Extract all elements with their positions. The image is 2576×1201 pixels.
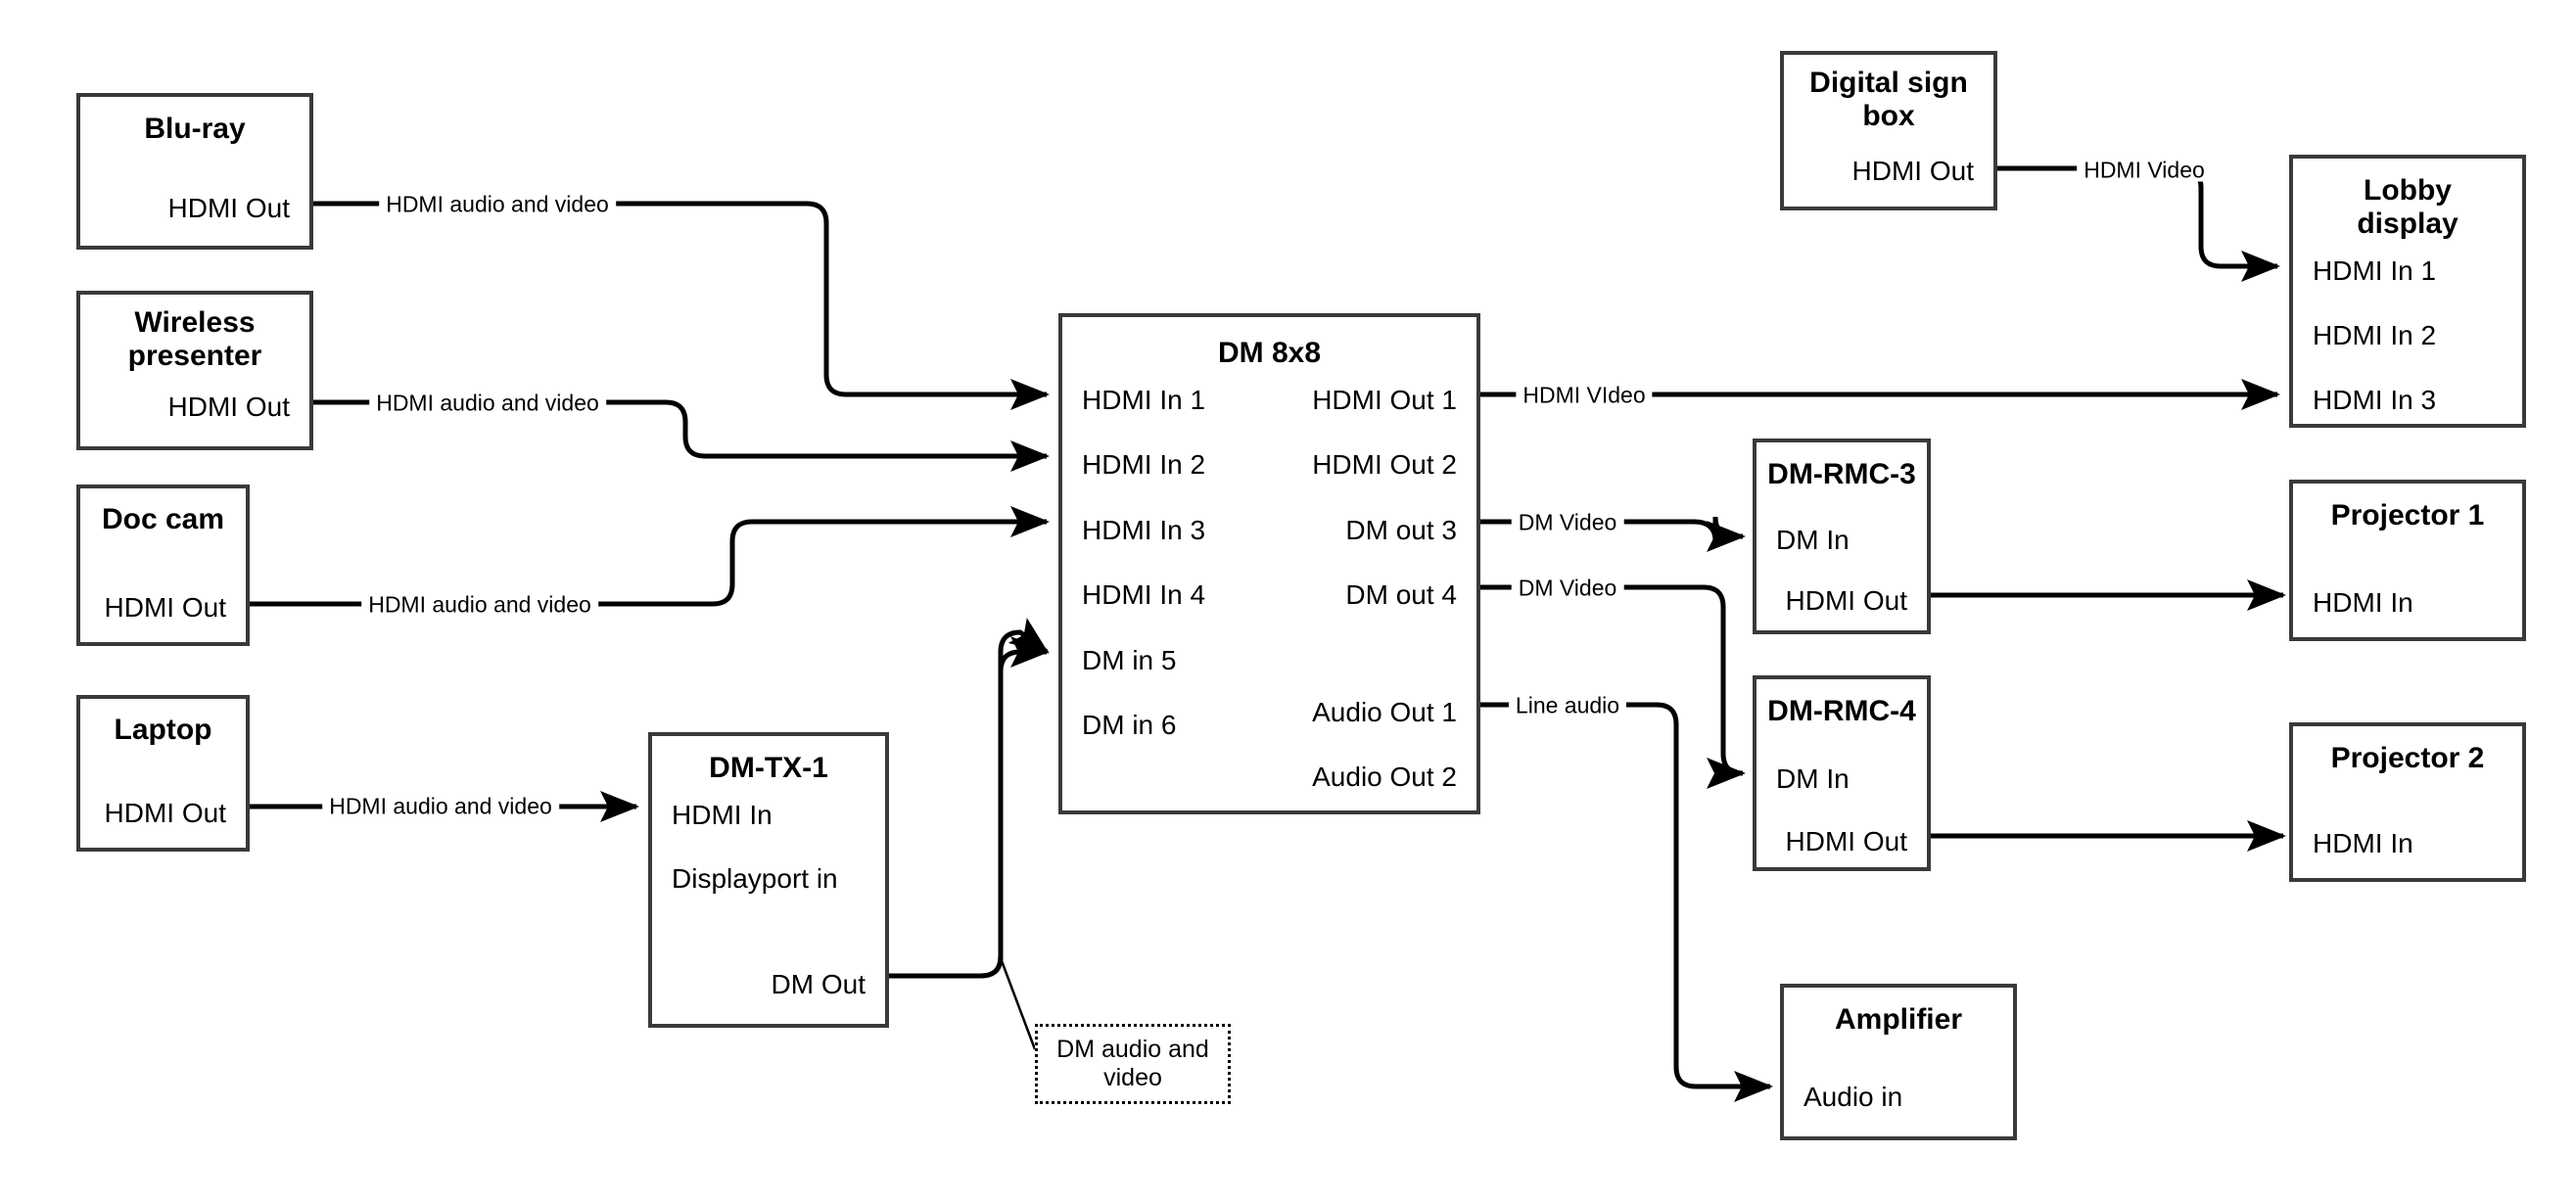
node-lobby-display[interactable]: Lobby display HDMI In 1 HDMI In 2 HDMI I… [2289, 155, 2526, 428]
wire-dm8x8-audioout1-to-amplifier [1480, 702, 1773, 1102]
edge-label-dm8x8-hdmiout1-to-lobby: HDMI VIdeo [1516, 384, 1653, 407]
port-bluray-hdmi-out[interactable]: HDMI Out [167, 193, 290, 223]
port-dm-rmc-3-hdmi-out[interactable]: HDMI Out [1785, 585, 1907, 616]
callout-dm-audio-and-video: DM audio and video [1035, 1024, 1231, 1104]
node-laptop[interactable]: Laptop HDMI Out [76, 695, 250, 852]
port-lobby-display-hdmi-in-3[interactable]: HDMI In 3 [2313, 385, 2437, 415]
node-dm-rmc-4-title: DM-RMC-4 [1767, 695, 1916, 727]
node-dm-rmc-3-title: DM-RMC-3 [1767, 458, 1916, 490]
port-dm-8x8-audio-out-2[interactable]: Audio Out 2 [1312, 762, 1457, 792]
port-dm-tx-1-displayport-in[interactable]: Displayport in [672, 863, 838, 894]
node-dm-tx-1[interactable]: DM-TX-1 HDMI In Displayport in DM Out [648, 732, 889, 1028]
node-bluray[interactable]: Blu-ray HDMI Out [76, 93, 313, 250]
node-dm-rmc-3[interactable]: DM-RMC-3 DM In HDMI Out [1753, 439, 1931, 634]
node-projector-2[interactable]: Projector 2 HDMI In [2289, 722, 2526, 882]
node-projector-1-title: Projector 1 [2330, 499, 2485, 531]
port-dm-8x8-hdmi-in-2[interactable]: HDMI In 2 [1082, 449, 1206, 480]
port-projector-2-hdmi-in[interactable]: HDMI In [2313, 828, 2413, 858]
node-lobby-display-title-line1: Lobby [2364, 174, 2452, 207]
port-dm-rmc-3-dm-in[interactable]: DM In [1776, 525, 1850, 555]
port-dm-8x8-dm-out-4[interactable]: DM out 4 [1345, 579, 1457, 610]
port-dm-8x8-hdmi-out-2[interactable]: HDMI Out 2 [1312, 449, 1457, 480]
port-digital-sign-box-hdmi-out[interactable]: HDMI Out [1851, 156, 1974, 186]
port-dm-8x8-audio-out-1[interactable]: Audio Out 1 [1312, 697, 1457, 727]
edge-label-digitalsign-to-lobby: HDMI Video [2077, 159, 2212, 182]
wire-dmtx1-to-dm8x8-straight [889, 635, 1050, 979]
edge-label-wireless-to-dm8x8: HDMI audio and video [369, 392, 606, 415]
edge-label-laptop-to-dmtx1: HDMI audio and video [322, 795, 559, 818]
wire-bluray-to-dm8x8 [313, 201, 1050, 410]
node-wireless-presenter[interactable]: Wireless presenter HDMI Out [76, 291, 313, 450]
port-dm-rmc-4-hdmi-out[interactable]: HDMI Out [1785, 826, 1907, 856]
node-lobby-display-title-line2: display [2357, 208, 2459, 240]
node-dm-rmc-4[interactable]: DM-RMC-4 DM In HDMI Out [1753, 675, 1931, 871]
port-dm-8x8-dm-out-3[interactable]: DM out 3 [1345, 515, 1457, 545]
node-amplifier-title: Amplifier [1834, 1003, 1963, 1036]
node-bluray-title: Blu-ray [144, 113, 246, 145]
node-digital-sign-box-title-line2: box [1862, 100, 1915, 132]
port-amplifier-audio-in[interactable]: Audio in [1803, 1082, 1903, 1112]
node-wireless-presenter-title-line1: Wireless [134, 306, 256, 339]
edge-label-dm8x8-audioout1-to-amplifier: Line audio [1508, 694, 1627, 717]
port-dm-tx-1-hdmi-in[interactable]: HDMI In [672, 800, 773, 830]
port-dm-rmc-4-dm-in[interactable]: DM In [1776, 763, 1850, 794]
port-dm-8x8-dm-in-5[interactable]: DM in 5 [1082, 645, 1177, 675]
port-dm-8x8-dm-in-6[interactable]: DM in 6 [1082, 710, 1177, 740]
port-wireless-presenter-hdmi-out[interactable]: HDMI Out [167, 392, 290, 422]
port-projector-1-hdmi-in[interactable]: HDMI In [2313, 587, 2413, 618]
node-dm-8x8[interactable]: DM 8x8 HDMI In 1 HDMI In 2 HDMI In 3 HDM… [1058, 313, 1480, 814]
port-doc-cam-hdmi-out[interactable]: HDMI Out [104, 592, 226, 623]
edge-label-dm8x8-dmout3-to-rmc3: DM Video [1511, 511, 1624, 534]
node-doc-cam-title: Doc cam [101, 503, 225, 535]
node-projector-2-title: Projector 2 [2330, 742, 2485, 774]
port-laptop-hdmi-out[interactable]: HDMI Out [104, 798, 226, 828]
edge-label-bluray-to-dm8x8: HDMI audio and video [379, 193, 616, 216]
node-laptop-title: Laptop [114, 714, 212, 746]
node-amplifier[interactable]: Amplifier Audio in [1780, 984, 2017, 1140]
port-dm-8x8-hdmi-out-1[interactable]: HDMI Out 1 [1312, 385, 1457, 415]
node-doc-cam[interactable]: Doc cam HDMI Out [76, 485, 250, 646]
node-projector-1[interactable]: Projector 1 HDMI In [2289, 480, 2526, 641]
port-lobby-display-hdmi-in-1[interactable]: HDMI In 1 [2313, 255, 2437, 286]
callout-text-wrap: DM audio and video [1056, 1036, 1209, 1093]
node-digital-sign-box[interactable]: Digital sign box HDMI Out [1780, 51, 1997, 210]
callout-leader-line [999, 957, 1037, 1050]
node-digital-sign-box-title-line1: Digital sign [1809, 67, 1968, 99]
edge-label-doccam-to-dm8x8: HDMI audio and video [361, 593, 598, 617]
callout-line-1: DM audio and [1056, 1035, 1209, 1063]
port-dm-tx-1-dm-out[interactable]: DM Out [771, 969, 866, 999]
node-wireless-presenter-title-line2: presenter [127, 340, 262, 372]
port-dm-8x8-hdmi-in-3[interactable]: HDMI In 3 [1082, 515, 1206, 545]
port-dm-8x8-hdmi-in-1[interactable]: HDMI In 1 [1082, 385, 1206, 415]
port-dm-8x8-hdmi-in-4[interactable]: HDMI In 4 [1082, 579, 1206, 610]
wire-dm8x8-dmout4-to-rmc4 [1480, 584, 1746, 789]
node-dm-tx-1-title: DM-TX-1 [709, 752, 828, 784]
wire-digitalsign-to-lobby [1997, 165, 2280, 282]
port-lobby-display-hdmi-in-2[interactable]: HDMI In 2 [2313, 320, 2437, 350]
node-dm-8x8-title: DM 8x8 [1217, 337, 1322, 369]
wire-dmtx1-to-dm8x8 [889, 618, 1050, 979]
callout-line-2: video [1103, 1064, 1162, 1091]
edge-label-dm8x8-dmout4-to-rmc4: DM Video [1511, 577, 1624, 600]
